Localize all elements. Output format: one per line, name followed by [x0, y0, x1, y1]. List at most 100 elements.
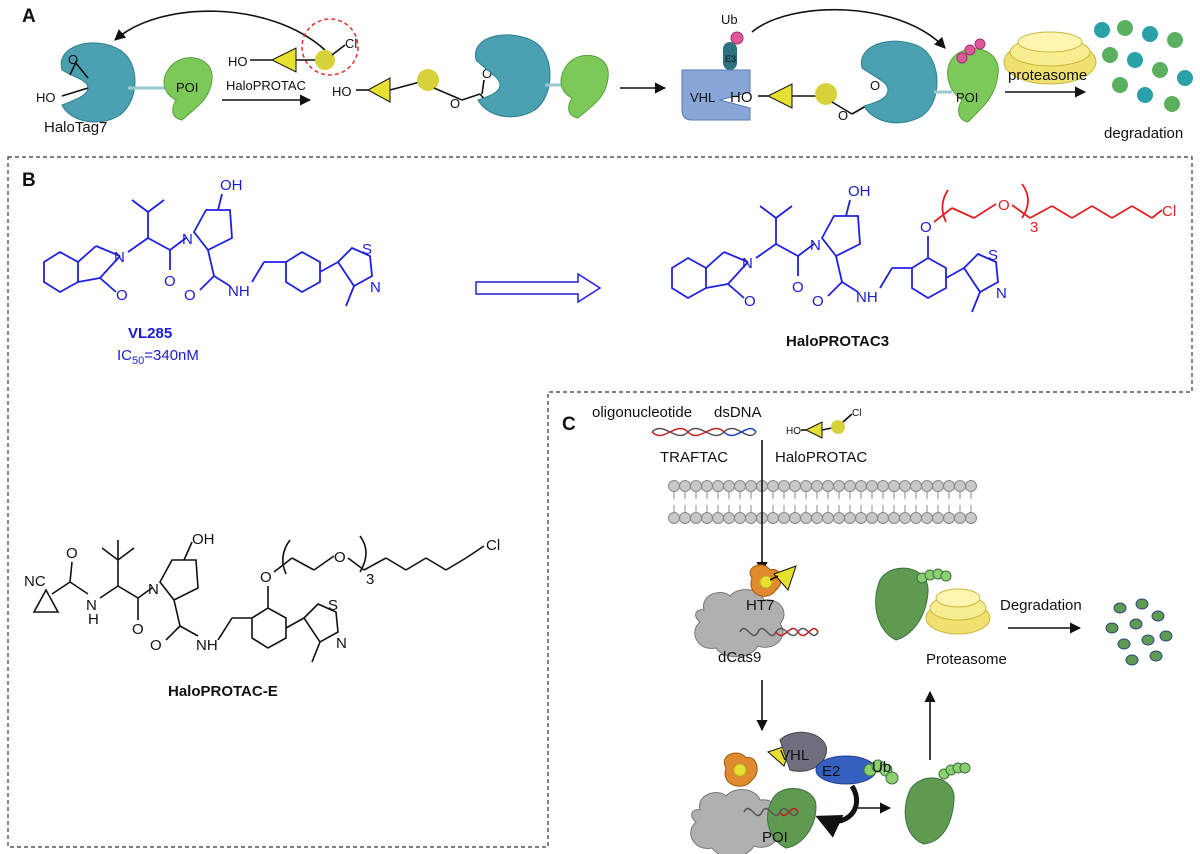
lipid-head	[866, 480, 878, 492]
dsdna-helix-top	[651, 427, 757, 437]
lipid-head	[943, 512, 955, 524]
lipid-head	[723, 480, 735, 492]
he-nh: NH	[196, 637, 218, 654]
haloprotac3-name: HaloPROTAC3	[786, 333, 889, 350]
e2-label-c: E2	[822, 763, 840, 780]
vl285-o3: O	[184, 287, 196, 304]
h3-repeat: 3	[1030, 219, 1038, 236]
vhl-label-c: VHL	[780, 747, 809, 764]
vl285-n3: N	[370, 279, 381, 296]
lipid-head	[822, 512, 834, 524]
degradation-label-a: degradation	[1104, 125, 1183, 142]
ho-label-c: HO	[786, 426, 801, 437]
vl285-o1: O	[116, 287, 128, 304]
ternary-complex-c	[690, 731, 899, 854]
lipid-head	[822, 480, 834, 492]
haloprotac-e-name: HaloPROTAC-E	[168, 683, 278, 700]
cl-label-c: Cl	[852, 408, 861, 419]
panel-b-border	[7, 156, 1193, 848]
lipid-head	[734, 480, 746, 492]
e3-label-a: E3	[725, 54, 736, 64]
proteasome-label-a: proteasome	[1008, 67, 1087, 84]
lipid-head	[723, 512, 735, 524]
lipid-head	[679, 480, 691, 492]
proteasome-label-c: Proteasome	[926, 651, 1007, 668]
lipid-head	[877, 480, 889, 492]
proteasome-a	[1003, 31, 1097, 85]
lipid-head	[679, 512, 691, 524]
lipid-head	[701, 512, 713, 524]
lipid-head	[800, 480, 812, 492]
vl285-ic50: IC50=340nM	[117, 347, 199, 367]
lipid-head	[921, 512, 933, 524]
lipid-head	[899, 512, 911, 524]
halotag7-label: HaloTag7	[44, 119, 107, 136]
h3-o3: O	[812, 293, 824, 310]
h3-n1: N	[742, 255, 753, 272]
he-n3: N	[336, 635, 347, 652]
panel-label-c: C	[562, 414, 576, 435]
vhl-label-a: VHL	[690, 90, 715, 105]
lipid-head	[965, 480, 977, 492]
hollow-arrow-b	[475, 272, 602, 304]
ht7-label: HT7	[746, 597, 774, 614]
h3-n3: N	[996, 285, 1007, 302]
curved-arrow-a1	[114, 10, 326, 51]
oligo-label: oligonucleotide	[592, 404, 692, 421]
lipid-head	[965, 512, 977, 524]
lipid-head	[789, 512, 801, 524]
lipid-head	[690, 480, 702, 492]
lipid-head	[745, 480, 757, 492]
lipid-head	[712, 512, 724, 524]
halotag7-protein-left: POI O HO HaloTag7	[36, 42, 213, 136]
dcas9-label: dCas9	[718, 649, 761, 666]
he-o2: O	[132, 621, 144, 638]
he-oh: OH	[192, 531, 215, 548]
dsdna-label: dsDNA	[714, 404, 762, 421]
h3-nh: NH	[856, 289, 878, 306]
vl285-structure: N O O N OH O NH S N	[43, 177, 381, 307]
poi-label-c: POI	[762, 829, 788, 846]
haloprotac-label-a: HaloPROTAC	[226, 78, 306, 93]
ho-label-a4: HO	[730, 89, 753, 106]
lipid-head	[712, 480, 724, 492]
haloprotac3-structure: N O O N OH O NH O O 3	[671, 183, 1176, 313]
haloprotac-reagent-a: HO Cl	[228, 18, 359, 76]
lipid-head	[800, 512, 812, 524]
ho-label-a1: HO	[36, 90, 56, 105]
he-nc: NC	[24, 573, 46, 590]
poi-proteasome-c	[875, 567, 991, 641]
h3-o5: O	[998, 197, 1010, 214]
dcas9-ht7-complex	[694, 564, 819, 658]
lipid-head	[811, 512, 823, 524]
he-o4: O	[260, 569, 272, 586]
lipid-head	[833, 480, 845, 492]
h3-o4: O	[920, 219, 932, 236]
lipid-head	[789, 480, 801, 492]
lipid-head	[767, 480, 779, 492]
lipid-head	[811, 480, 823, 492]
carbonyl-o-a1: O	[68, 52, 78, 67]
lipid-head	[778, 480, 790, 492]
he-h1: H	[88, 611, 99, 628]
lipid-head	[866, 512, 878, 524]
lipid-head	[833, 512, 845, 524]
degradation-fragments-c	[1105, 598, 1173, 666]
haloprotac-e-structure: NC O N H O N OH O NH O O	[24, 531, 500, 663]
lipid-head	[888, 480, 900, 492]
lipid-head	[690, 512, 702, 524]
he-n1: N	[86, 597, 97, 614]
lipid-head	[910, 512, 922, 524]
h3-cl: Cl	[1162, 203, 1176, 220]
lipid-head	[943, 480, 955, 492]
lipid-head	[844, 512, 856, 524]
cl-label-a: Cl	[345, 36, 357, 51]
carbonyl-o-a3: O	[870, 78, 880, 93]
lipid-head	[701, 480, 713, 492]
lipid-head	[668, 480, 680, 492]
poi-label-a1: POI	[176, 80, 198, 95]
ester-o-a1: O	[450, 96, 460, 111]
he-cl: Cl	[486, 537, 500, 554]
he-o3: O	[150, 637, 162, 654]
